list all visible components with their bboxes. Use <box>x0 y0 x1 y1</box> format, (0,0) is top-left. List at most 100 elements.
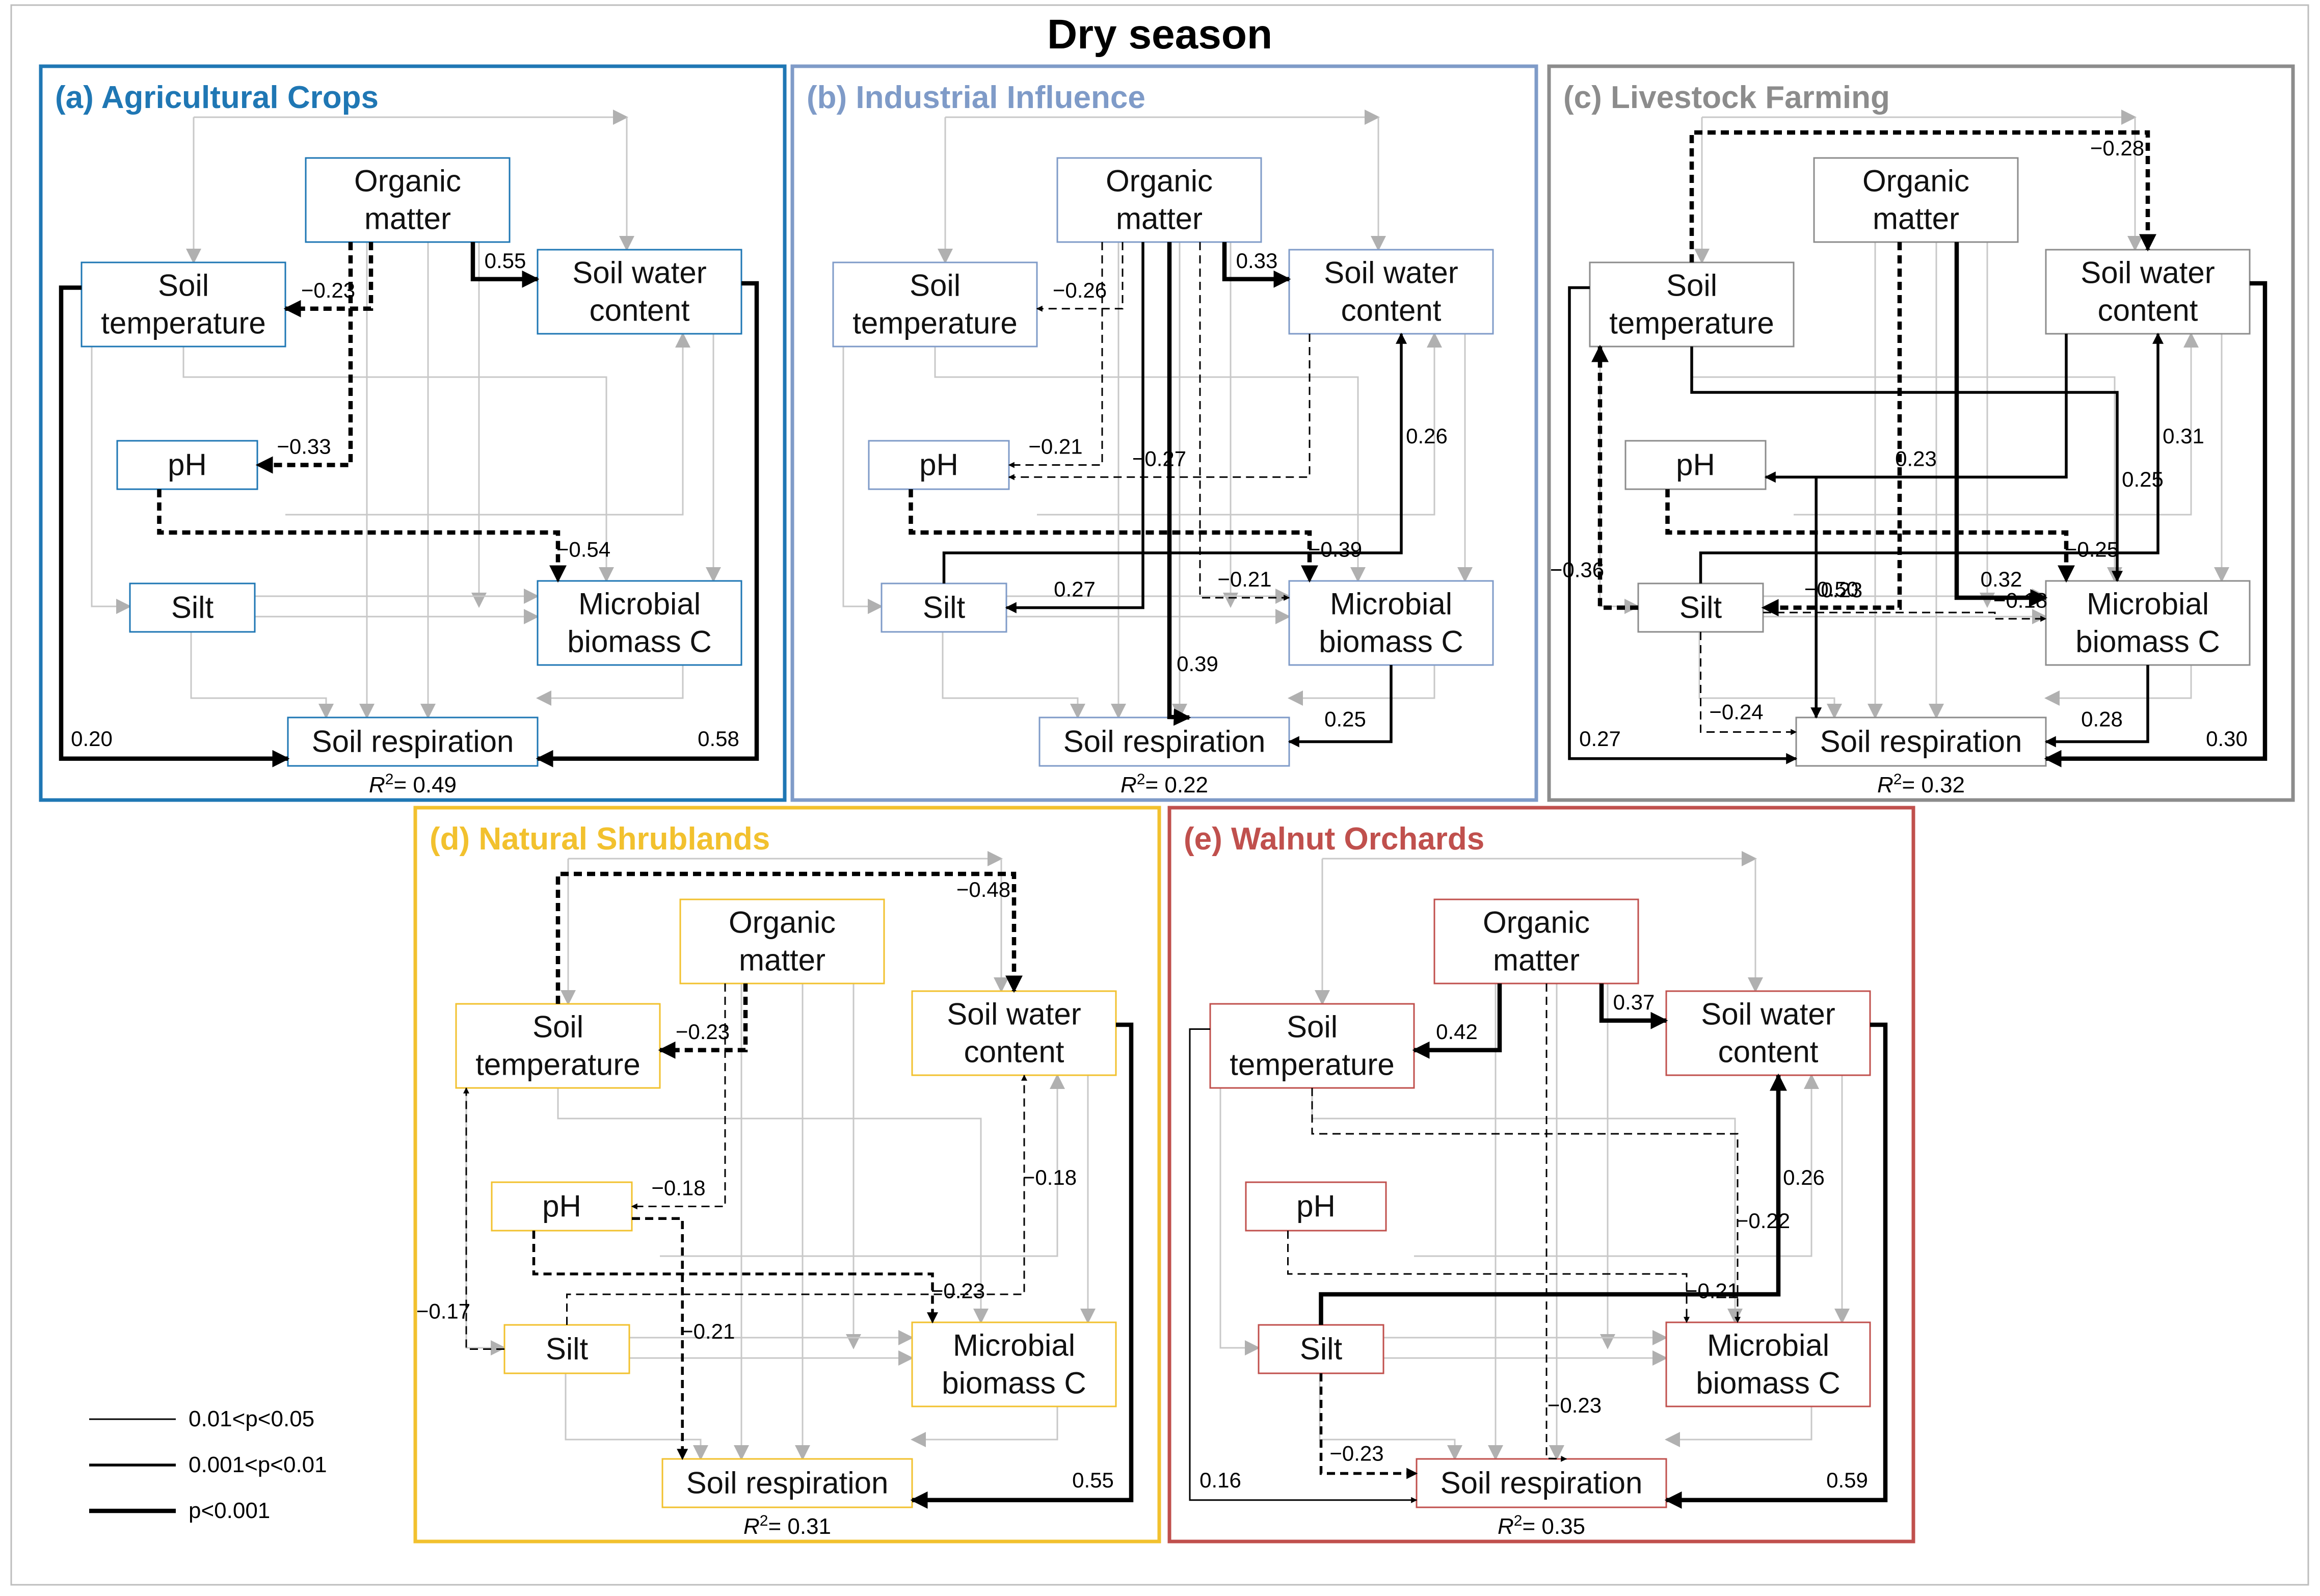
node-box <box>2045 580 2251 666</box>
node-label: Soil <box>532 1010 583 1044</box>
figure-frame <box>10 4 2309 1586</box>
node-box <box>661 1458 913 1508</box>
coef-label: −0.18 <box>651 1176 705 1200</box>
path-swc-to-sr <box>2044 281 2268 767</box>
node-label: pH <box>1676 448 1715 482</box>
path-swc-to-sr <box>910 1022 1134 1509</box>
panel-c-title: (c) Livestock Farming <box>1563 80 1890 115</box>
node-label: Organic <box>354 164 461 198</box>
node-box <box>832 261 1038 348</box>
node-label: Soil <box>158 269 209 303</box>
panel-e-node-silt: Silt <box>1258 1324 1384 1374</box>
panel-a-node-silt: Silt <box>129 582 256 633</box>
node-label: matter <box>1116 202 1203 236</box>
ns-path <box>1698 632 1842 719</box>
node-label: Silt <box>1300 1332 1343 1366</box>
node-label: Soil <box>1666 269 1717 303</box>
panel-e-node-ph: pH <box>1245 1181 1387 1232</box>
node-label: Silt <box>546 1332 589 1366</box>
node-label: pH <box>168 448 207 482</box>
path-om-to-silt <box>1005 242 1144 614</box>
coef-label: 0.33 <box>1236 249 1278 273</box>
node-label: Soil water <box>1324 256 1458 290</box>
node-box <box>455 1003 661 1089</box>
panel-d-node-st: Soil temperature <box>455 1003 661 1089</box>
path-om-to-sr <box>1167 242 1191 726</box>
ns-path <box>182 347 614 582</box>
node-label: temperature <box>852 306 1018 340</box>
node-box <box>1795 716 2047 767</box>
path-silt-to-swc <box>1319 1073 1787 1325</box>
path-om-to-ph <box>255 242 353 474</box>
panel-e-node-sr: Soil respiration <box>1416 1458 1667 1508</box>
panel-d-node-silt: Silt <box>503 1324 630 1374</box>
path-st-to-sr <box>1568 286 1798 764</box>
coef-label: 0.16 <box>1199 1468 1241 1492</box>
node-label: Silt <box>171 591 214 625</box>
panel-c-node-silt: Silt <box>1637 582 1764 633</box>
coef-label: 0.23 <box>1821 578 1862 602</box>
node-label: content <box>964 1035 1064 1069</box>
node-label: pH <box>919 448 958 482</box>
path-om-to-st <box>1036 242 1124 312</box>
node-box <box>287 716 539 767</box>
coef-label: −0.18 <box>1993 588 2047 612</box>
path-mbc-to-sr <box>1288 665 1393 748</box>
path-st-to-swc <box>1689 130 2156 262</box>
panel-e-title: (e) Walnut Orchards <box>1184 821 1484 857</box>
node-label: content <box>590 294 690 328</box>
panel-a-title: (a) Agricultural Crops <box>55 80 379 115</box>
path-om-to-ph <box>1008 242 1103 468</box>
coef-label: −0.25 <box>2065 538 2119 562</box>
coef-label: 0.31 <box>2163 424 2204 448</box>
ns-path <box>934 347 1366 582</box>
path-st-to-sr <box>1189 1028 1418 1503</box>
coef-label: −0.28 <box>2090 136 2144 160</box>
coef-label: −0.48 <box>956 877 1010 901</box>
coef-label: −0.22 <box>1736 1209 1790 1233</box>
path-silt-to-swc <box>1699 332 2164 583</box>
path-om-to-st <box>1412 983 1502 1059</box>
node-label: Silt <box>1679 591 1722 625</box>
coef-label: −0.23 <box>676 1020 730 1044</box>
coef-label: −0.23 <box>1329 1442 1383 1466</box>
panel-a-node-sr: Soil respiration <box>287 716 539 767</box>
legend-label: p<0.001 <box>189 1498 270 1523</box>
coef-label: 0.58 <box>698 727 739 751</box>
ns-path <box>1037 332 1442 516</box>
node-label: temperature <box>1609 306 1774 340</box>
ns-path <box>911 1406 1058 1447</box>
panel-d-r2: R2= 0.31 <box>743 1512 831 1539</box>
node-label: biomass C <box>1319 625 1463 659</box>
panel-a: (a) Agricultural CropsOrganicmatterSoilt… <box>39 64 787 802</box>
node-label: matter <box>739 943 825 977</box>
node-label: Soil water <box>947 997 1081 1031</box>
node-label: biomass C <box>2075 625 2220 659</box>
ns-path <box>536 665 684 706</box>
node-label: biomass C <box>1696 1366 1840 1400</box>
coef-label: 0.32 <box>1981 567 2022 591</box>
node-label: matter <box>1873 202 1959 236</box>
panel-a-node-ph: pH <box>116 440 258 490</box>
path-silt-to-mbc <box>1763 611 2047 622</box>
node-box <box>881 582 1007 633</box>
node-label: temperature <box>1230 1048 1395 1082</box>
path-ph-to-mbc <box>909 489 1318 583</box>
path-st-to-swc <box>555 871 1023 1004</box>
node-box <box>2045 249 2251 335</box>
node-label: temperature <box>475 1048 641 1082</box>
ns-path <box>660 1074 1065 1257</box>
path-silt-to-swc <box>942 332 1407 583</box>
panel-d: (d) Natural ShrublandsOrganicmatterSoilt… <box>413 806 1161 1544</box>
node-box <box>1589 261 1795 348</box>
panel-b-node-ph: pH <box>868 440 1010 490</box>
panel-d-node-swc: Soil water content <box>911 990 1117 1076</box>
coef-label: −0.24 <box>1709 700 1763 724</box>
